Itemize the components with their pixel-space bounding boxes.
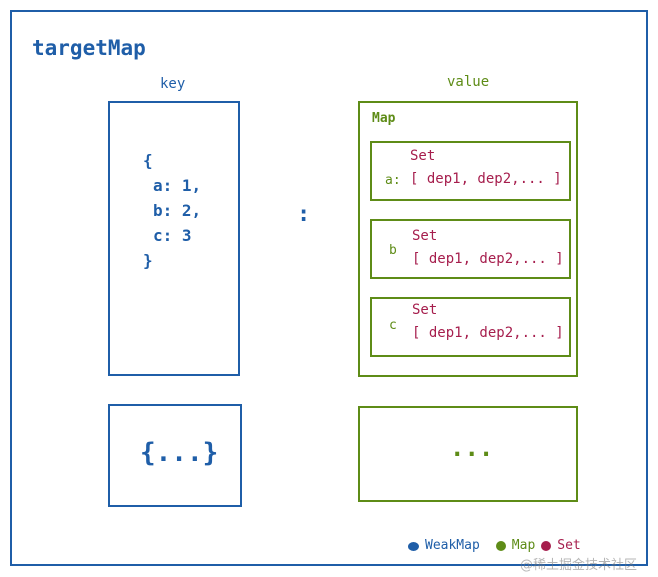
set-box-b (370, 219, 571, 279)
set-values: [ dep1, dep2,... ] (410, 171, 562, 187)
code-line: b: 2, (153, 201, 202, 220)
value-header: value (447, 74, 490, 90)
key-value-separator: : (297, 202, 311, 227)
value-collapsed: ... (450, 434, 494, 462)
code-line: c: 3 (153, 226, 192, 245)
weakmap-legend-icon (408, 541, 419, 551)
watermark: @稀土掘金技术社区 (520, 558, 638, 573)
set-key: a: (385, 173, 401, 188)
code-line: { (143, 151, 153, 170)
key-collapsed-box (108, 404, 242, 507)
set-box-c (370, 297, 571, 357)
set-label: Set (412, 228, 438, 244)
map-box (358, 101, 578, 377)
legend: WeakMap Map Set (408, 538, 581, 554)
set-key: b (389, 243, 397, 258)
set-key: c (389, 318, 397, 333)
legend-label: WeakMap (425, 538, 480, 553)
legend-label: Set (557, 538, 581, 553)
weakmap-frame (10, 10, 648, 566)
key-object-code: { a: 1, b: 2, c: 3 } (143, 148, 201, 273)
diagram-title: targetMap (32, 36, 146, 60)
set-values: [ dep1, dep2,... ] (412, 325, 564, 341)
map-legend-icon (495, 541, 506, 551)
legend-label: Map (511, 538, 536, 553)
set-legend-icon (541, 541, 552, 551)
key-object-box (108, 101, 240, 376)
set-box-a (370, 141, 571, 201)
code-line: a: 1, (153, 176, 202, 195)
map-label: Map (372, 111, 396, 126)
value-collapsed-box (358, 406, 578, 502)
key-collapsed: {...} (140, 438, 219, 468)
key-header: key (160, 76, 186, 92)
set-label: Set (410, 148, 436, 164)
set-label: Set (412, 302, 438, 318)
code-line: } (143, 251, 153, 270)
set-values: [ dep1, dep2,... ] (412, 251, 564, 267)
